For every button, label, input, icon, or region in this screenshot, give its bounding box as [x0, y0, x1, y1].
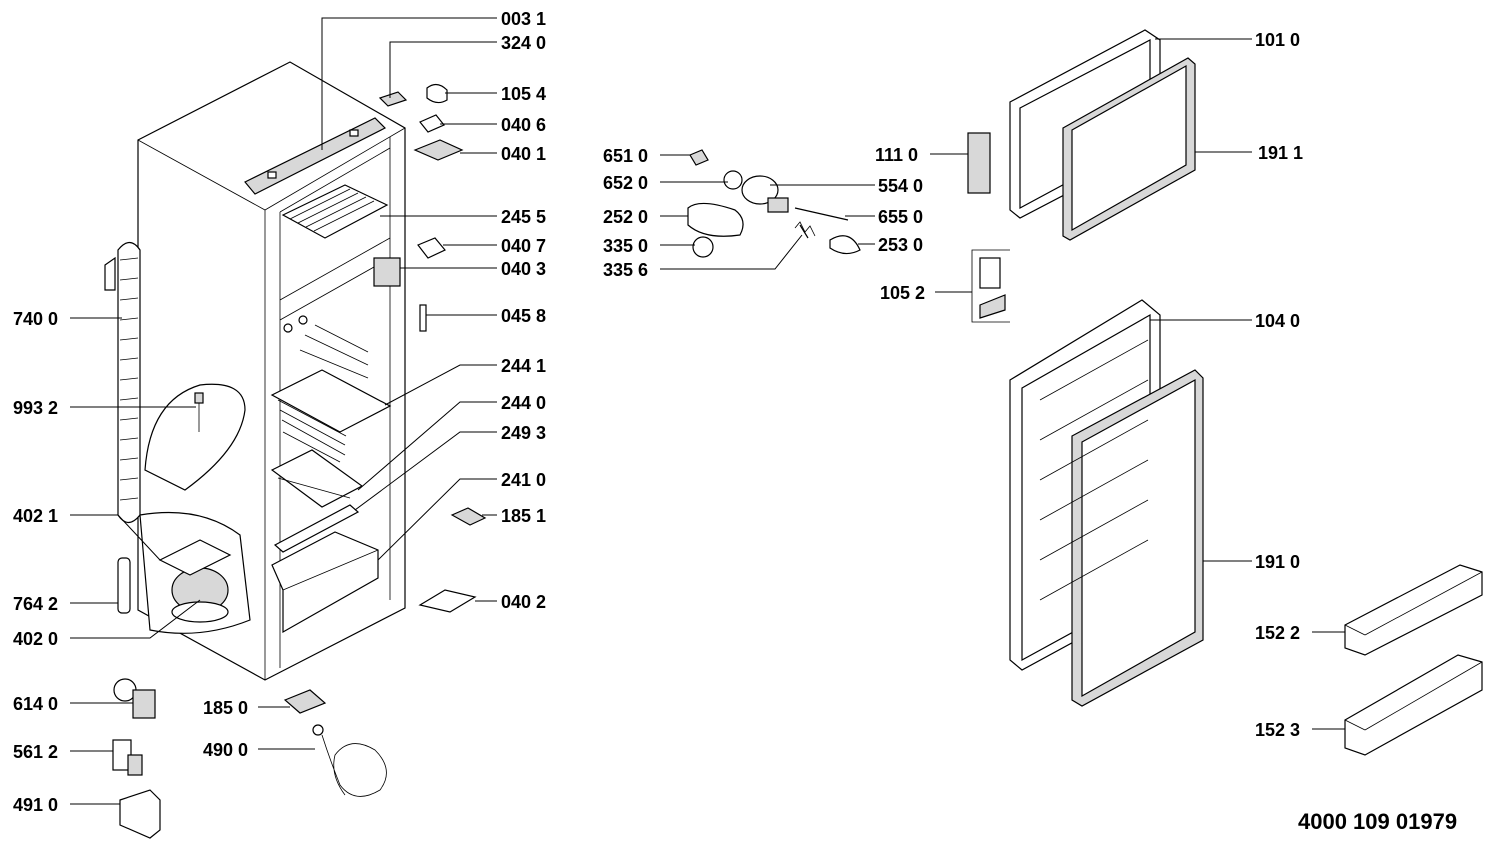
crisper-drawer-part	[271, 531, 379, 634]
compressor-part	[139, 511, 251, 634]
label-652-0: 652 0	[603, 173, 648, 193]
label-335-0: 335 0	[603, 236, 648, 256]
label-252-0: 252 0	[603, 207, 648, 227]
freezer-door	[1009, 29, 1196, 241]
label-554-0: 554 0	[878, 176, 923, 196]
glass-shelf-part	[270, 369, 392, 463]
leader-lines	[70, 17, 1345, 805]
label-402-0: 402 0	[13, 629, 58, 649]
label-324-0: 324 0	[501, 33, 546, 53]
label-764-2: 764 2	[13, 594, 58, 614]
label-152-3: 152 3	[1255, 720, 1300, 740]
label-040-3: 040 3	[501, 259, 546, 279]
label-185-0: 185 0	[203, 698, 248, 718]
label-003-1: 003 1	[501, 9, 546, 29]
label-253-0: 253 0	[878, 235, 923, 255]
label-655-0: 655 0	[878, 207, 923, 227]
label-249-3: 249 3	[501, 423, 546, 443]
label-152-2: 152 2	[1255, 623, 1300, 643]
fridge-door	[1009, 299, 1204, 707]
label-191-1: 191 1	[1258, 143, 1303, 163]
label-245-5: 245 5	[501, 207, 546, 227]
door-shelves	[1344, 564, 1483, 756]
label-040-7: 040 7	[501, 236, 546, 256]
freezer-shelf-part	[281, 184, 389, 239]
label-105-2: 105 2	[880, 283, 925, 303]
document-code: 4000 109 01979	[1298, 809, 1457, 834]
label-614-0: 614 0	[13, 694, 58, 714]
label-490-0: 490 0	[203, 740, 248, 760]
refrigerator-cabinet	[104, 61, 406, 681]
label-402-1: 402 1	[13, 506, 58, 526]
condenser-coil-part	[104, 241, 141, 524]
label-104-0: 104 0	[1255, 311, 1300, 331]
label-244-1: 244 1	[501, 356, 546, 376]
label-101-0: 101 0	[1255, 30, 1300, 50]
label-040-2: 040 2	[501, 592, 546, 612]
label-040-6: 040 6	[501, 115, 546, 135]
label-993-2: 993 2	[13, 398, 58, 418]
label-045-8: 045 8	[501, 306, 546, 326]
part-number-labels: 003 1 324 0 105 4 040 6 040 1 245 5 040 …	[13, 9, 1457, 834]
thermostat-control-group	[687, 149, 861, 258]
label-651-0: 651 0	[603, 146, 648, 166]
label-040-1: 040 1	[501, 144, 546, 164]
label-241-0: 241 0	[501, 470, 546, 490]
label-561-2: 561 2	[13, 742, 58, 762]
label-244-0: 244 0	[501, 393, 546, 413]
label-111-0: 111 0	[875, 145, 918, 165]
label-191-0: 191 0	[1255, 552, 1300, 572]
cabinet-small-parts	[378, 83, 487, 613]
label-185-1: 185 1	[501, 506, 546, 526]
label-740-0: 740 0	[13, 309, 58, 329]
label-335-6: 335 6	[603, 260, 648, 280]
door-small-parts	[967, 132, 1010, 323]
label-491-0: 491 0	[13, 795, 58, 815]
label-105-4: 105 4	[501, 84, 546, 104]
loose-parts	[112, 678, 387, 839]
